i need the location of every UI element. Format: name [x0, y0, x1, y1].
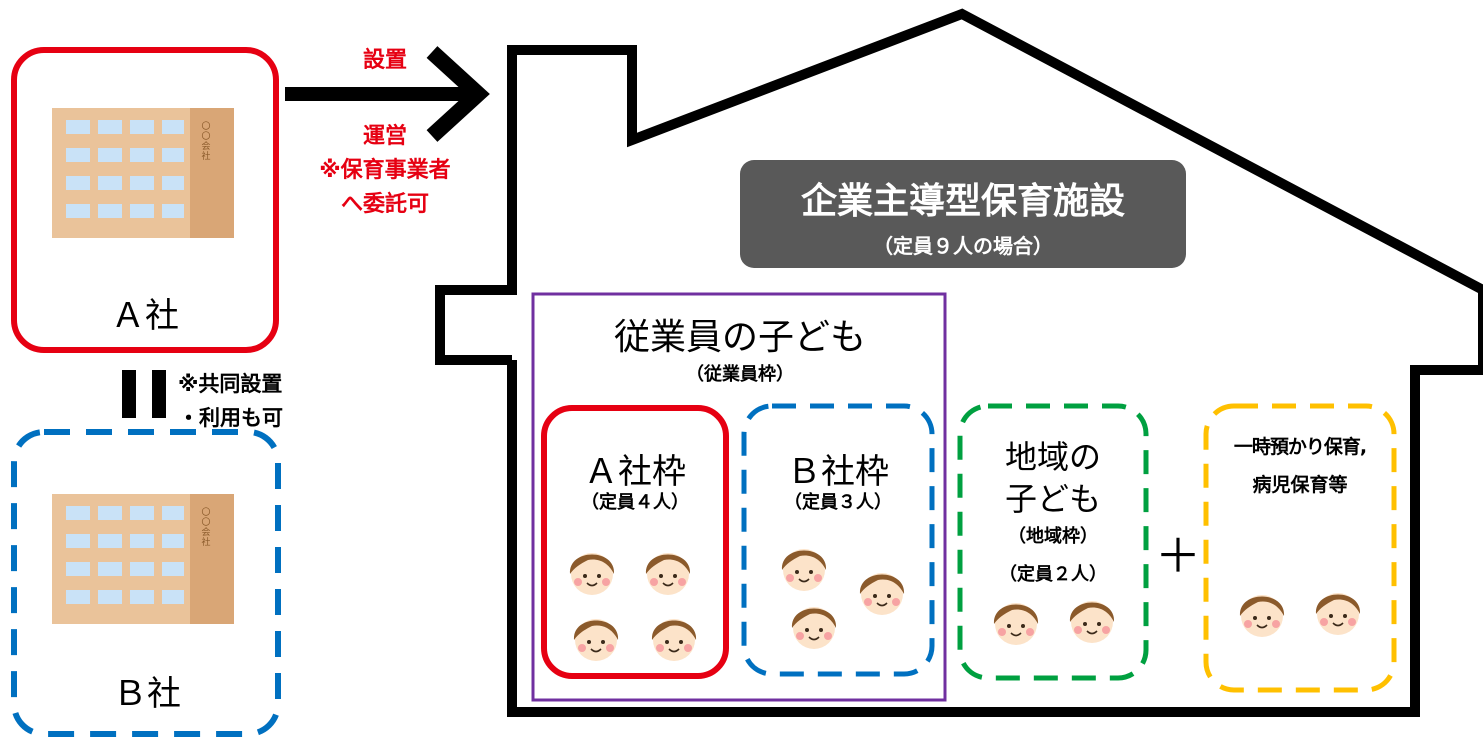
employee-group-title: 従業員の子ども	[613, 317, 866, 358]
child-face-icon	[993, 602, 1039, 646]
slot-b-capacity: （定員３人）	[784, 492, 892, 513]
child-face-icon	[651, 618, 697, 662]
slot-b-title: Ｂ社枠	[787, 452, 889, 492]
employee-group-subtitle: （従業員枠）	[686, 364, 794, 385]
child-face-icon	[569, 552, 615, 596]
building-b-icon	[52, 494, 234, 624]
extra-line2: 病児保育等	[1252, 474, 1348, 496]
facility-title: 企業主導型保育施設	[800, 181, 1125, 222]
child-face-icon	[859, 572, 905, 616]
company-a-frame	[11, 47, 279, 353]
slot-a-frame	[541, 405, 729, 679]
child-face-icon	[1239, 594, 1285, 638]
company-b-sign: 〇〇会社	[201, 508, 211, 548]
plus-sign: ＋	[1155, 529, 1201, 583]
slot-b-frame	[741, 403, 935, 677]
slot-a-title: Ａ社枠	[584, 452, 686, 492]
house-outline	[435, 8, 1483, 717]
child-face-icon	[645, 552, 691, 596]
joint-note-line1: ※共同設置	[178, 372, 283, 396]
child-face-icon	[791, 606, 837, 650]
extra-line1: 一時預かり保育,	[1233, 436, 1367, 458]
child-face-icon	[1069, 600, 1115, 644]
arrow-note-line1: ※保育事業者	[319, 158, 451, 183]
facility-title-badge	[740, 160, 1186, 268]
local-title-line1: 地域の	[1004, 438, 1101, 476]
company-a-label: Ａ社	[111, 296, 179, 336]
joint-note-line2: ・利用も可	[178, 406, 283, 430]
child-face-icon	[1315, 592, 1361, 636]
arrow-note-line2: へ委託可	[340, 192, 429, 217]
building-a-icon	[52, 108, 234, 238]
local-title-line2: 子ども	[1004, 480, 1101, 518]
equals-bar-right	[152, 370, 166, 418]
company-b-label: Ｂ社	[113, 674, 181, 714]
arrow-label-setup: 設置	[362, 48, 407, 73]
employee-group-frame	[531, 292, 947, 702]
local-capacity: （定員２人）	[999, 564, 1107, 585]
company-b-frame	[11, 429, 281, 737]
local-subtitle: （地域枠）	[1008, 526, 1098, 547]
equals-bar-left	[122, 370, 136, 418]
local-frame	[957, 403, 1149, 681]
arrow-label-operate: 運営	[362, 124, 407, 149]
child-face-icon	[781, 548, 827, 592]
slot-a-capacity: （定員４人）	[581, 492, 689, 513]
extra-frame	[1203, 403, 1397, 693]
company-a-sign: 〇〇会社	[201, 122, 211, 162]
facility-subtitle: （定員９人の場合）	[873, 234, 1053, 258]
child-face-icon	[573, 618, 619, 662]
arrow-head	[426, 46, 490, 142]
